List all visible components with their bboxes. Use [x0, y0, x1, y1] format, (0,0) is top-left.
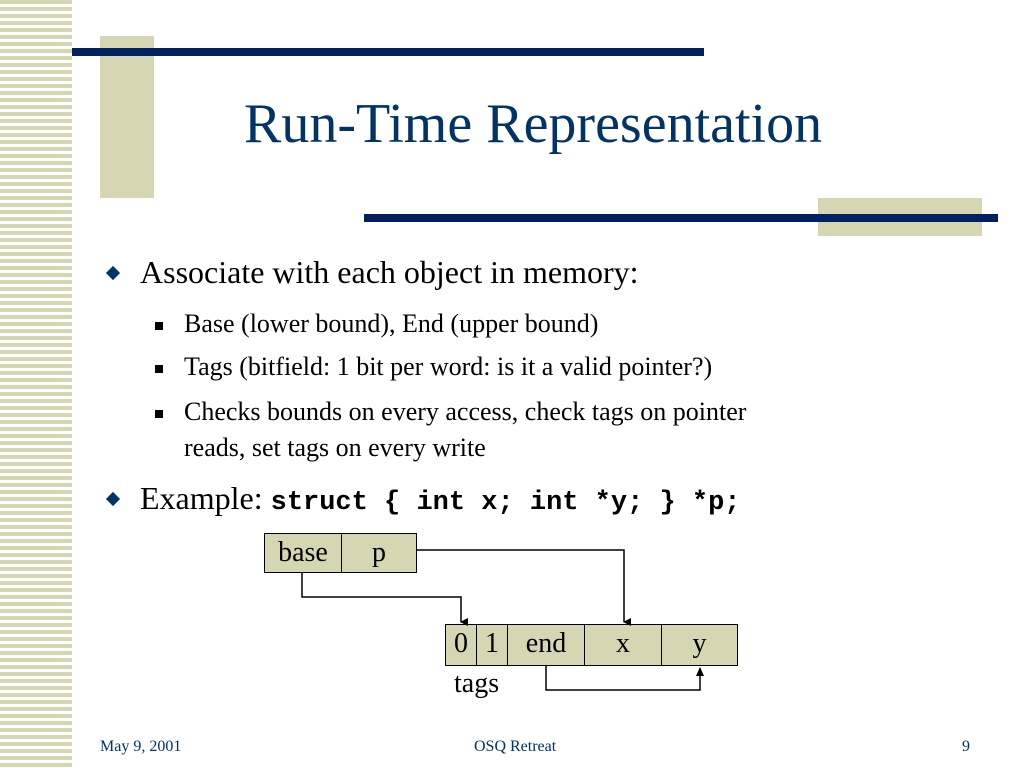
subitem-checks-continued: reads, set tags on every write	[184, 433, 486, 462]
subitem-tags: Tags (bitfield: 1 bit per word: is it a …	[184, 352, 713, 381]
footer-page-number: 9	[962, 738, 970, 755]
square-bullet-icon	[155, 322, 163, 330]
title-accent-block	[100, 36, 154, 198]
bullet-example: Example: struct { int x; int *y; } *p;	[140, 480, 741, 518]
footer-date: May 9, 2001	[100, 738, 182, 755]
subitem-bounds: Base (lower bound), End (upper bound)	[184, 309, 599, 338]
bullet-associate: Associate with each object in memory:	[140, 254, 639, 290]
bottom-accent-bar	[364, 214, 998, 222]
p-to-x-arrow	[417, 549, 631, 626]
square-bullet-icon	[155, 365, 163, 373]
object-cell-x: x	[584, 624, 662, 666]
end-to-y-arrow	[545, 666, 701, 691]
footer-event: OSQ Retreat	[474, 738, 557, 755]
example-code: struct { int x; int *y; } *p;	[270, 488, 741, 518]
object-cell-end: end	[507, 624, 585, 666]
pointer-cell-base: base	[264, 533, 342, 573]
tags-label: tags	[454, 668, 500, 699]
slide-title: Run-Time Representation	[244, 93, 823, 155]
subitem-checks: Checks bounds on every access, check tag…	[184, 397, 747, 426]
base-to-object-arrow	[301, 573, 468, 626]
example-label: Example:	[140, 480, 263, 516]
top-accent-bar	[72, 48, 704, 56]
object-cell-tag0: 0	[445, 624, 477, 666]
object-cell-y: y	[661, 624, 738, 666]
end-to-y-arrowhead	[696, 667, 704, 676]
object-cell-tag1: 1	[476, 624, 508, 666]
square-bullet-icon	[155, 410, 163, 418]
decorative-stripes	[0, 0, 72, 768]
pointer-cell-p: p	[341, 533, 417, 573]
